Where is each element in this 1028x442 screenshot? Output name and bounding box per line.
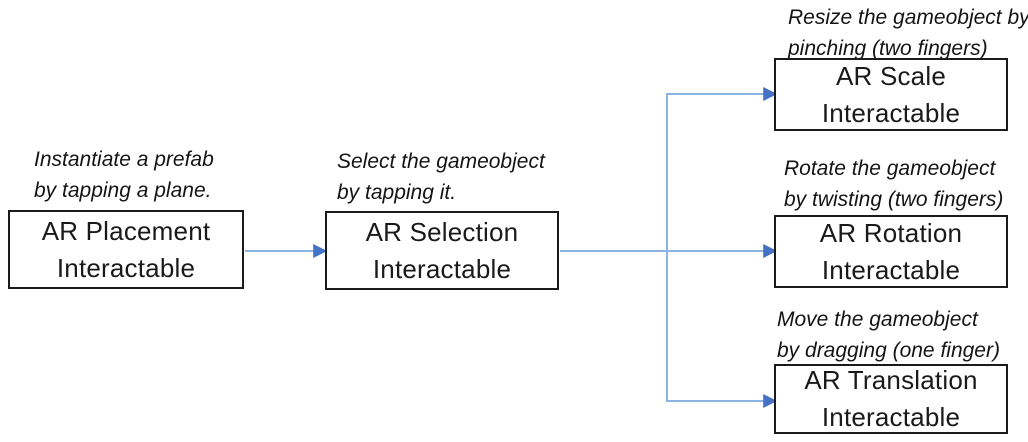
note-ar-placement: Instantiate a prefab by tapping a plane. xyxy=(34,144,214,206)
node-label-line: AR Scale xyxy=(836,60,946,91)
note-line: by twisting (two fingers) xyxy=(784,188,1004,211)
node-label-line: Interactable xyxy=(821,402,961,432)
note-ar-selection: Select the gameobject by tapping it. xyxy=(337,146,545,208)
node-label-line: Interactable xyxy=(56,252,196,283)
node-label-line: Interactable xyxy=(372,253,512,284)
note-ar-scale: Resize the gameobject by pinching (two f… xyxy=(788,2,1028,64)
note-line: Instantiate a prefab xyxy=(34,148,214,171)
node-ar-selection-interactable: AR Selection Interactable xyxy=(325,211,559,290)
note-line: by tapping a plane. xyxy=(34,179,212,202)
note-ar-translation: Move the gameobject by dragging (one fin… xyxy=(777,304,1000,366)
node-label-line: AR Selection xyxy=(365,216,519,247)
note-line: Rotate the gameobject xyxy=(784,157,996,180)
note-line: by dragging (one finger) xyxy=(777,339,1000,362)
node-ar-translation-interactable: AR Translation Interactable xyxy=(774,364,1008,434)
node-label-line: Interactable xyxy=(821,254,961,285)
node-ar-placement-interactable: AR Placement Interactable xyxy=(8,210,244,289)
node-label-line: AR Translation xyxy=(804,365,978,395)
note-line: Move the gameobject xyxy=(777,308,978,331)
note-line: Select the gameobject xyxy=(337,150,545,173)
node-label-line: AR Placement xyxy=(41,215,211,246)
note-ar-rotation: Rotate the gameobject by twisting (two f… xyxy=(784,153,1003,215)
node-label-line: AR Rotation xyxy=(819,217,963,248)
note-line: Resize the gameobject by xyxy=(788,6,1028,29)
note-line: pinching (two fingers) xyxy=(788,37,988,60)
note-line: by tapping it. xyxy=(337,181,457,204)
node-label-line: Interactable xyxy=(821,97,961,128)
node-ar-scale-interactable: AR Scale Interactable xyxy=(774,58,1008,131)
node-ar-rotation-interactable: AR Rotation Interactable xyxy=(774,215,1008,288)
